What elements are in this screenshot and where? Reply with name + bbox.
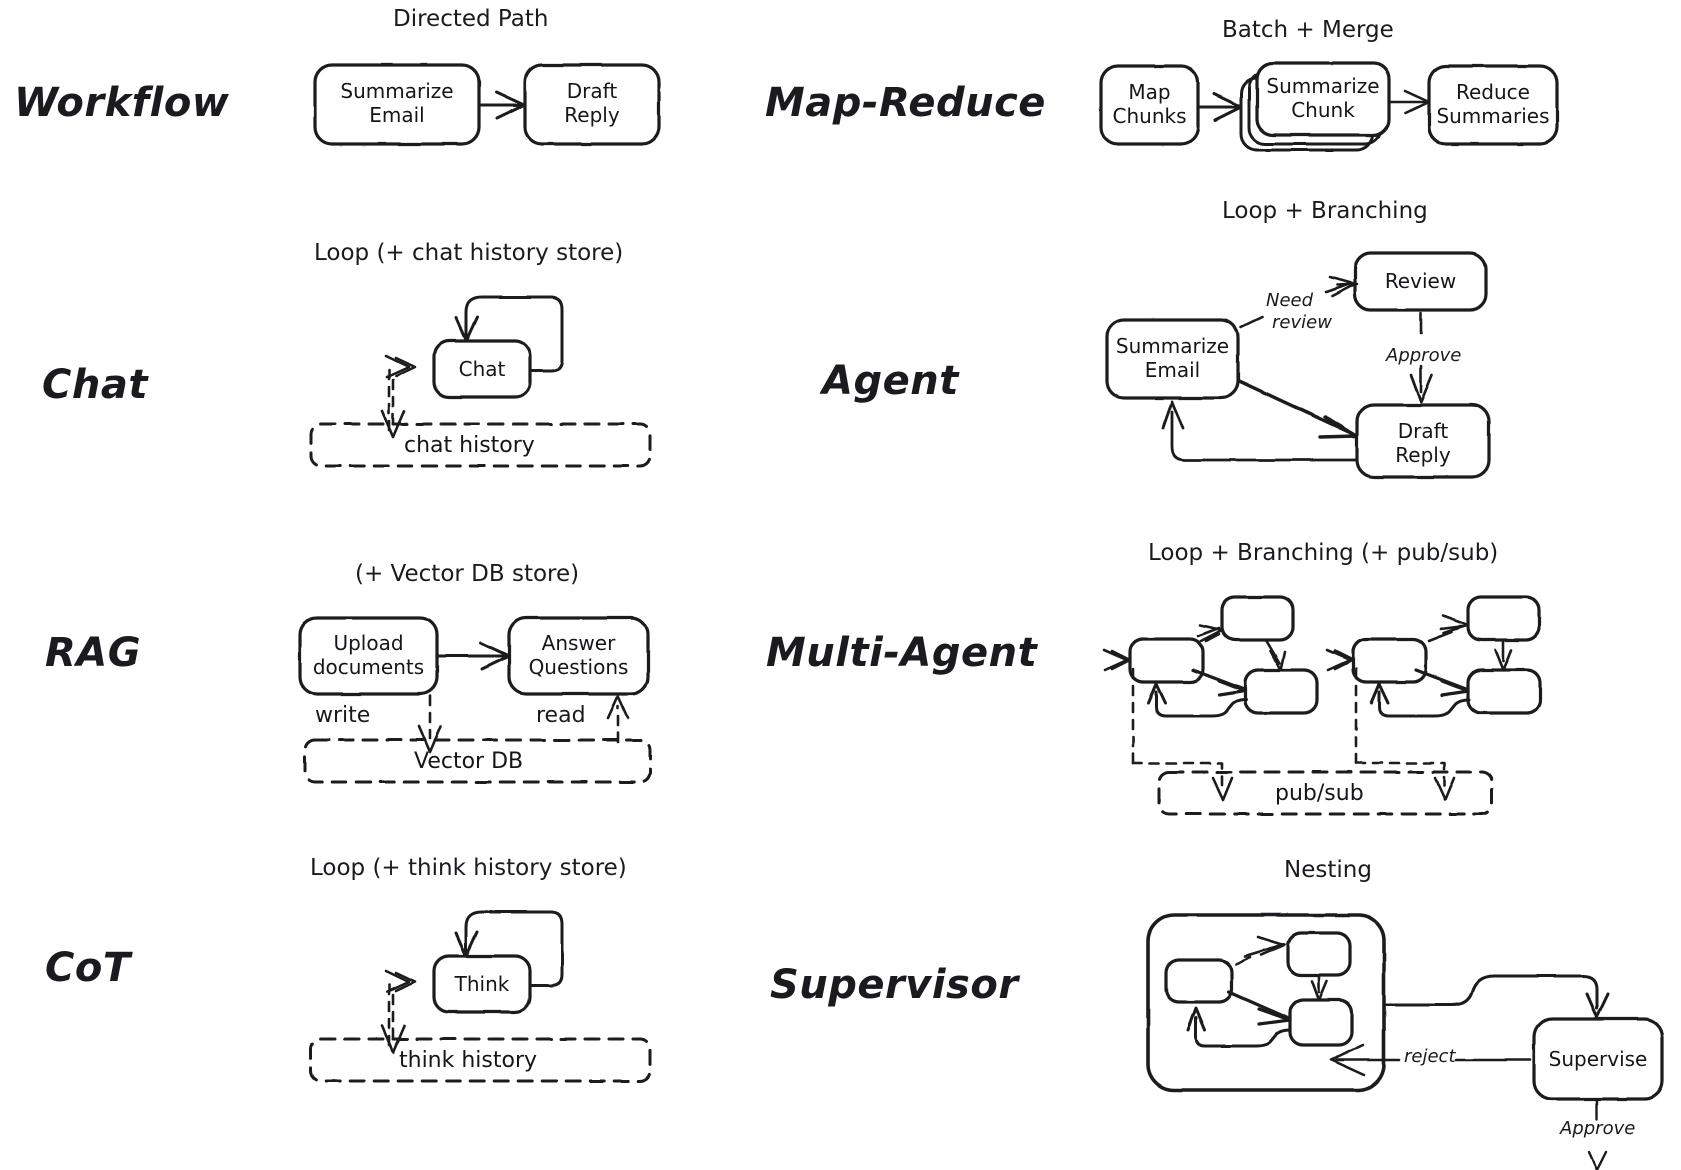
edge-chat-selfloop [454, 295, 486, 343]
edge-label-approve-agent: Approve [1386, 345, 1462, 366]
node-g1b [1220, 595, 1295, 642]
edge-w1-w2 [478, 90, 526, 120]
node-draft-reply-1 [523, 63, 661, 146]
store-label-think-history: think history [399, 1048, 538, 1073]
edge-s2-s3 [1310, 975, 1329, 1002]
node-review [1353, 251, 1488, 312]
caption-loop-branching: Loop + Branching [1222, 198, 1428, 224]
edge-a1-a2 [1239, 275, 1359, 329]
arrow-store-to-chat-head [384, 354, 417, 379]
nested-agent-group [1146, 913, 1386, 1092]
arrow-pubsub-to-g1a-head [1102, 648, 1132, 672]
row-label-cot: CoT [45, 945, 131, 991]
node-s1 [1164, 958, 1234, 1004]
store-label-pub-sub: pub/sub [1275, 781, 1364, 806]
edge-g2a-g2b [1427, 614, 1470, 643]
node-s2 [1286, 931, 1352, 977]
caption-loop-chat-history: Loop (+ chat history store) [314, 240, 624, 266]
row-label-map-reduce: Map-Reduce [765, 80, 1046, 126]
caption-directed-path: Directed Path [393, 6, 549, 32]
store-think-history [309, 1037, 652, 1083]
node-think [432, 954, 532, 1014]
edge-g1a-g1c [1191, 668, 1247, 697]
node-supervise [1532, 1017, 1664, 1101]
node-chat-shadow [482, 295, 564, 373]
edge-m1-m2 [1197, 92, 1243, 122]
arrow-store-to-think-head [384, 969, 417, 994]
store-label-vector-db: Vector DB [414, 749, 524, 774]
node-draft-reply-2 [1355, 403, 1491, 479]
node-s3 [1288, 998, 1354, 1047]
node-chat [432, 339, 532, 399]
arrow-chat-to-store-head [380, 409, 406, 439]
edge-s3-s1 [1186, 1006, 1292, 1048]
edge-g2b-g2c [1493, 640, 1513, 672]
arrow-pubsub-to-g2a-head [1325, 648, 1355, 672]
edge-g1-to-pubsub [1131, 761, 1224, 792]
store-vector-db [303, 738, 652, 784]
edge-supervise-approve [1587, 1098, 1608, 1170]
edge-a2-a3 [1409, 311, 1434, 404]
edge-r1-r2 [436, 641, 511, 671]
edge-g1c-g1a [1146, 682, 1248, 718]
caption-loop-branching-pubsub: Loop + Branching (+ pub/sub) [1148, 540, 1499, 566]
node-reduce-summaries [1427, 64, 1559, 146]
node-map-chunks [1099, 64, 1200, 146]
edge-s1-s3 [1227, 990, 1292, 1026]
node-g2c [1466, 668, 1542, 715]
edge-s1-s2 [1234, 935, 1287, 966]
node-g2a [1351, 637, 1428, 684]
edge-g1b-g1c [1265, 639, 1287, 672]
edge-g1a-g1b [1196, 623, 1224, 643]
edge-label-need: Need [1266, 290, 1314, 311]
node-summarize-email-1 [313, 63, 481, 146]
edge-m2-m3 [1388, 89, 1431, 115]
node-g1a [1128, 637, 1205, 684]
arrow-read-head [606, 694, 630, 720]
edge-label-read: read [536, 703, 586, 728]
edge-group-to-supervise [1383, 974, 1610, 1019]
node-summarize-chunk [1255, 61, 1391, 137]
node-think-shadow [482, 910, 564, 988]
node-upload-documents [298, 616, 439, 696]
row-label-supervisor: Supervisor [770, 962, 1019, 1008]
edge-g2a-g2c [1414, 668, 1470, 697]
node-g2b [1466, 595, 1541, 642]
row-label-agent: Agent [822, 358, 959, 404]
node-answer-questions [507, 616, 650, 696]
edge-supervise-to-group [1329, 1043, 1532, 1077]
store-label-chat-history: chat history [404, 433, 535, 458]
store-chat-history [309, 422, 652, 468]
caption-loop-think-history: Loop (+ think history store) [310, 855, 627, 881]
caption-nesting: Nesting [1284, 857, 1372, 883]
node-summarize-email-2 [1105, 318, 1240, 400]
row-label-chat: Chat [42, 362, 148, 408]
arrow-g2-to-pubsub-head [1433, 776, 1456, 802]
edge-label-write: write [315, 703, 371, 728]
arrow-g1-to-pubsub-head [1211, 776, 1234, 802]
arrow-write-head [417, 724, 443, 754]
caption-vector-db-store: (+ Vector DB store) [355, 561, 580, 587]
row-label-rag: RAG [45, 630, 142, 676]
edge-g2c-g2a [1369, 682, 1471, 718]
row-label-multi-agent: Multi-Agent [766, 630, 1038, 676]
arrow-think-to-store-head [380, 1024, 406, 1054]
edge-label-review: review [1272, 312, 1332, 333]
row-label-workflow: Workflow [14, 80, 230, 126]
edge-a3-a1-loop [1161, 400, 1359, 462]
edge-label-reject: reject [1404, 1046, 1456, 1067]
edge-think-selfloop [454, 910, 486, 958]
edge-label-approve-supervisor: Approve [1560, 1118, 1636, 1139]
edge-a1-a3 [1237, 379, 1358, 439]
node-g1c [1243, 668, 1319, 715]
store-pub-sub [1157, 770, 1494, 816]
edge-g2-to-pubsub [1354, 761, 1446, 792]
caption-batch-merge: Batch + Merge [1222, 17, 1394, 43]
